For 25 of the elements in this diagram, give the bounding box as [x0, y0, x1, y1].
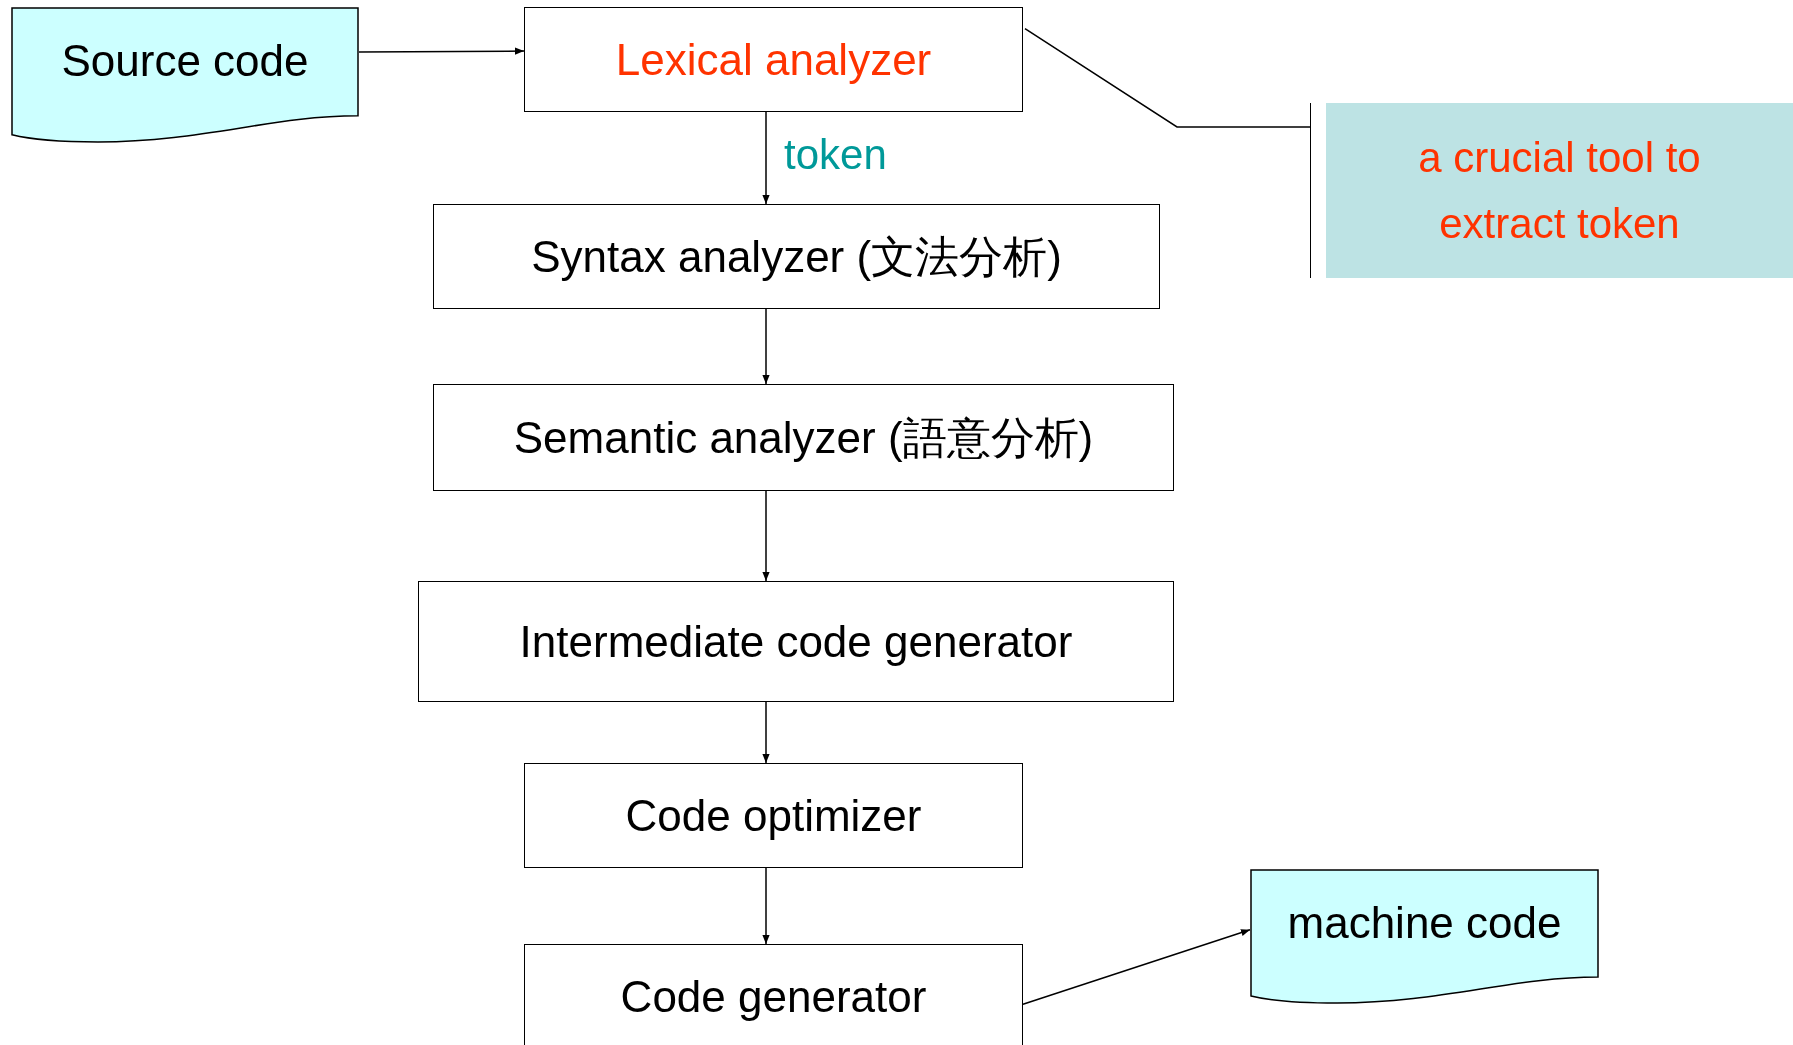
- node-text: Intermediate code generator: [519, 616, 1073, 668]
- process-box: [524, 7, 1023, 112]
- process-box: [433, 384, 1174, 491]
- arrow: [762, 111, 770, 205]
- document-box: [1250, 869, 1599, 1004]
- arrow: [762, 308, 770, 385]
- node-text: Semantic analyzer (語意分析): [513, 412, 1094, 464]
- node-text: Code generator: [620, 971, 927, 1023]
- node-text: Code optimizer: [625, 790, 922, 842]
- node-text: Syntax analyzer (文法分析): [531, 231, 1062, 283]
- leader-line: [1024, 27, 1311, 128]
- process-box: [418, 581, 1174, 702]
- arrow: [762, 867, 770, 945]
- document-box: [11, 7, 359, 143]
- node-text: a crucial tool to extract token: [1417, 133, 1702, 249]
- process-box: [524, 763, 1023, 868]
- node-text: Lexical analyzer: [615, 34, 932, 86]
- arrow: [1022, 929, 1251, 1005]
- arrow: [358, 47, 525, 55]
- process-box: [433, 204, 1160, 309]
- node-text: Source code: [61, 35, 309, 87]
- arrow: [762, 701, 770, 764]
- process-box: [524, 944, 1023, 1045]
- node-text: machine code: [1287, 897, 1562, 949]
- arrow: [762, 490, 770, 582]
